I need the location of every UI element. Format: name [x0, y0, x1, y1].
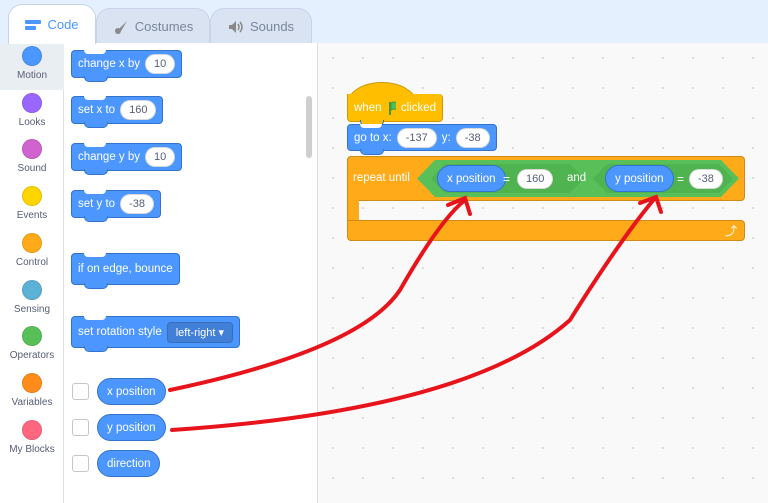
change-x-input[interactable]: 10 [145, 54, 176, 74]
change-y-input[interactable]: 10 [145, 147, 176, 167]
category-sound[interactable]: Sound [0, 136, 64, 183]
y-position-reporter[interactable]: y position [97, 414, 166, 441]
category-dot-icon [22, 326, 42, 347]
rotation-style-dropdown[interactable]: left-right ▾ [166, 321, 234, 343]
loop-arrow-icon: ⤴ [724, 224, 737, 238]
when-flag-clicked-block[interactable]: when clicked [347, 94, 443, 126]
tab-sounds[interactable]: Sounds [210, 8, 312, 44]
set-x-input[interactable]: 160 [120, 100, 157, 120]
tab-code[interactable]: Code [8, 4, 96, 44]
set-y-input[interactable]: -38 [120, 194, 154, 214]
category-dot-icon [22, 279, 42, 300]
category-dot-icon [22, 232, 42, 253]
x-position-reporter[interactable]: x position [97, 378, 166, 405]
go-to-y-input[interactable]: -38 [455, 127, 490, 148]
x-compare-input[interactable]: 160 [517, 169, 554, 189]
category-control[interactable]: Control [0, 230, 64, 277]
set-y-block[interactable]: set y to-38 [71, 190, 161, 222]
category-motion[interactable]: Motion [0, 43, 64, 90]
y-position-checkbox[interactable] [72, 419, 89, 436]
green-flag-icon [388, 101, 396, 115]
category-events[interactable]: Events [0, 183, 64, 230]
direction-checkbox[interactable] [72, 455, 89, 472]
palette-scrollbar[interactable] [306, 96, 312, 158]
repeat-until-block[interactable]: repeat until ⤴ x position = 160 and y po… [347, 156, 745, 241]
speaker-icon [228, 20, 243, 33]
category-dot-icon [22, 372, 42, 393]
tab-costumes[interactable]: Costumes [96, 8, 210, 44]
category-dot-icon [22, 139, 42, 160]
category-dot-icon [22, 92, 42, 113]
bounce-block[interactable]: if on edge, bounce [71, 253, 180, 289]
go-to-xy-block[interactable]: go to x:-137 y:-38 [347, 124, 497, 155]
code-icon [25, 19, 42, 30]
brush-icon [114, 20, 127, 34]
y-compare-input[interactable]: -38 [689, 169, 723, 189]
category-my-blocks[interactable]: My Blocks [0, 417, 64, 464]
category-variables[interactable]: Variables [0, 370, 64, 417]
dropdown-arrow-icon: ▾ [218, 326, 225, 339]
category-dot-icon [22, 419, 42, 440]
category-dot-icon [22, 46, 42, 66]
go-to-x-input[interactable]: -137 [396, 127, 437, 148]
x-position-checkbox[interactable] [72, 383, 89, 400]
category-operators[interactable]: Operators [0, 323, 64, 370]
x-position-reporter-script[interactable]: x position [437, 165, 506, 192]
category-sensing[interactable]: Sensing [0, 277, 64, 324]
category-looks[interactable]: Looks [0, 90, 64, 137]
y-position-reporter-script[interactable]: y position [605, 165, 674, 192]
category-dot-icon [22, 186, 42, 207]
direction-reporter[interactable]: direction [97, 450, 161, 477]
